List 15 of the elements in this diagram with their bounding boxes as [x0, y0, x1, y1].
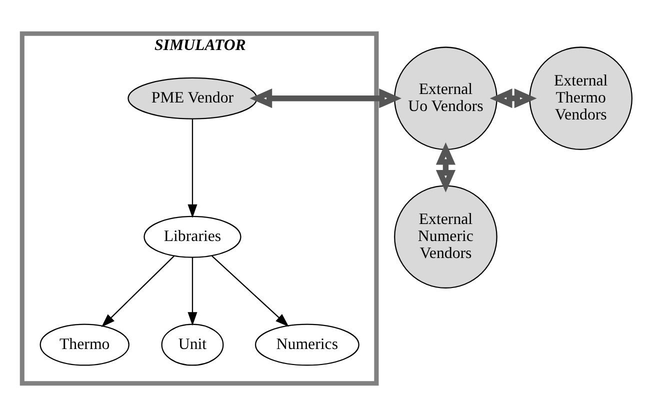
- node-ellipse: Unit: [161, 323, 224, 366]
- arrow: [101, 255, 175, 327]
- arrow: [250, 88, 402, 108]
- arrow: [436, 142, 456, 192]
- node-ellipse: Thermo: [40, 323, 130, 366]
- node-circle: External Thermo Vendors: [529, 46, 632, 150]
- node-ellipse: Libraries: [144, 215, 242, 258]
- node-circle: External Numeric Vendors: [394, 184, 498, 288]
- arrow: [212, 255, 289, 326]
- arrow: [188, 118, 198, 218]
- arrow: [188, 256, 198, 326]
- node-ellipse: Numerics: [254, 323, 360, 366]
- arrow: [490, 88, 537, 108]
- node-ellipse: PME Vendor: [128, 76, 258, 119]
- node-circle: External Uo Vendors: [394, 46, 498, 150]
